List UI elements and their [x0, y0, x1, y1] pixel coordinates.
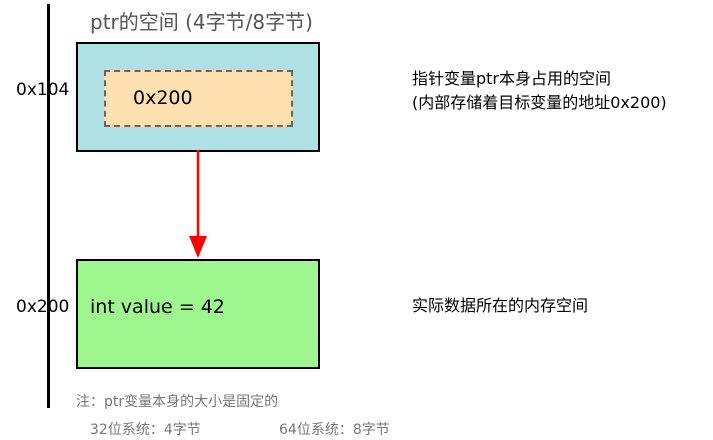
size-note-64bit: 64位系统：8字节	[279, 422, 390, 438]
pointer-memory-box: 0x200	[76, 42, 320, 152]
size-note-32bit: 32位系统：4字节	[90, 422, 201, 438]
address-axis-line	[47, 4, 50, 408]
pointer-stored-address-box: 0x200	[104, 70, 293, 127]
target-memory-box: int value = 42	[76, 259, 320, 369]
pointer-address-label: 0x104	[16, 80, 70, 100]
pointer-description-line1: 指针变量ptr本身占用的空间	[412, 69, 612, 88]
pointer-arrow-head	[189, 236, 207, 258]
pointer-description: 指针变量ptr本身占用的空间 (内部存储着目标变量的地址0x200)	[412, 67, 667, 115]
target-value-text: int value = 42	[90, 296, 225, 318]
size-note: 注：ptr变量本身的大小是固定的	[76, 394, 279, 410]
target-address-label: 0x200	[16, 297, 70, 317]
pointer-description-line2: (内部存储着目标变量的地址0x200)	[412, 93, 667, 112]
pointer-stored-value: 0x200	[133, 87, 193, 109]
target-description: 实际数据所在的内存空间	[412, 296, 589, 315]
pointer-space-title: ptr的空间 (4字节/8字节)	[90, 10, 313, 34]
